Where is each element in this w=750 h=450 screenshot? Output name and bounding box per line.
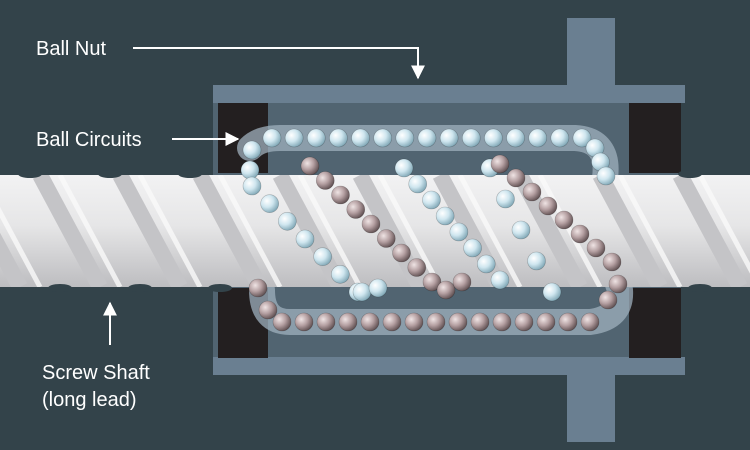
ball — [435, 206, 455, 226]
ball-circuits-label: Ball Circuits — [36, 129, 142, 151]
ball — [346, 200, 366, 219]
ball — [294, 312, 314, 332]
ball — [394, 158, 414, 178]
ball — [278, 212, 297, 231]
ball — [306, 128, 326, 148]
ball-nut-label: Ball Nut — [36, 38, 107, 60]
ball — [417, 128, 437, 148]
ball — [331, 265, 350, 284]
ball — [538, 196, 558, 216]
ball — [463, 238, 482, 258]
ball — [300, 156, 320, 176]
ball — [522, 182, 542, 202]
ball — [492, 312, 512, 332]
ball — [572, 128, 592, 148]
ball — [295, 229, 315, 249]
ball — [490, 154, 510, 174]
seal-block — [629, 288, 681, 358]
ball — [376, 229, 396, 248]
ball — [395, 128, 415, 148]
ball — [461, 128, 481, 148]
ball — [392, 243, 411, 263]
ball — [506, 128, 525, 148]
ball — [422, 272, 442, 292]
ball — [272, 312, 292, 332]
ball — [598, 290, 618, 310]
ball — [496, 189, 515, 209]
ball — [608, 274, 628, 294]
ball — [368, 278, 388, 298]
ball — [260, 194, 279, 213]
ball — [352, 282, 372, 302]
seal-block — [629, 103, 681, 173]
ball — [248, 278, 268, 298]
ball — [596, 166, 616, 186]
ball — [490, 270, 510, 290]
ball — [407, 258, 427, 277]
ball — [361, 214, 381, 234]
shaft-edge-grooves — [18, 170, 712, 292]
ball — [408, 174, 428, 194]
ball — [329, 128, 348, 148]
ball — [242, 140, 262, 160]
ball — [511, 220, 531, 240]
ball — [452, 272, 472, 292]
ball — [528, 128, 548, 148]
shaft-threads — [0, 175, 748, 287]
ball — [439, 128, 459, 148]
ball — [554, 210, 574, 230]
ball — [313, 247, 332, 266]
ball — [602, 252, 622, 272]
ball — [331, 185, 350, 205]
ball — [484, 128, 503, 148]
ball — [258, 300, 278, 320]
ball — [404, 312, 424, 332]
ball — [506, 168, 526, 188]
ball — [315, 171, 335, 190]
ball — [558, 312, 578, 332]
ball — [360, 312, 380, 332]
ball — [316, 312, 336, 332]
ball-circuits — [240, 128, 628, 332]
ball — [436, 280, 456, 300]
ball — [284, 128, 304, 148]
ball — [476, 254, 496, 274]
ball — [338, 312, 358, 332]
ball — [570, 224, 590, 244]
leader-lines — [103, 47, 425, 345]
ball — [527, 251, 546, 271]
ball — [242, 176, 262, 196]
screw-shaft-label: Screw Shaft — [42, 362, 150, 384]
ball — [580, 312, 600, 332]
screw-shaft — [0, 170, 750, 292]
ball — [449, 222, 469, 242]
ball — [422, 190, 441, 210]
screw-shaft-sublabel: (long lead) — [42, 389, 137, 411]
nut-flange-top — [567, 18, 615, 88]
ball — [382, 312, 402, 332]
arrow-down-icon — [133, 47, 425, 80]
ball — [351, 128, 370, 148]
ball — [426, 312, 446, 332]
ball — [536, 312, 556, 332]
ball — [550, 128, 570, 148]
ball — [240, 160, 260, 180]
ball — [448, 312, 468, 332]
ball — [470, 312, 490, 332]
ball — [514, 312, 534, 332]
ball — [373, 128, 393, 148]
ball — [586, 238, 606, 258]
ball — [542, 282, 562, 302]
ball — [262, 128, 282, 148]
